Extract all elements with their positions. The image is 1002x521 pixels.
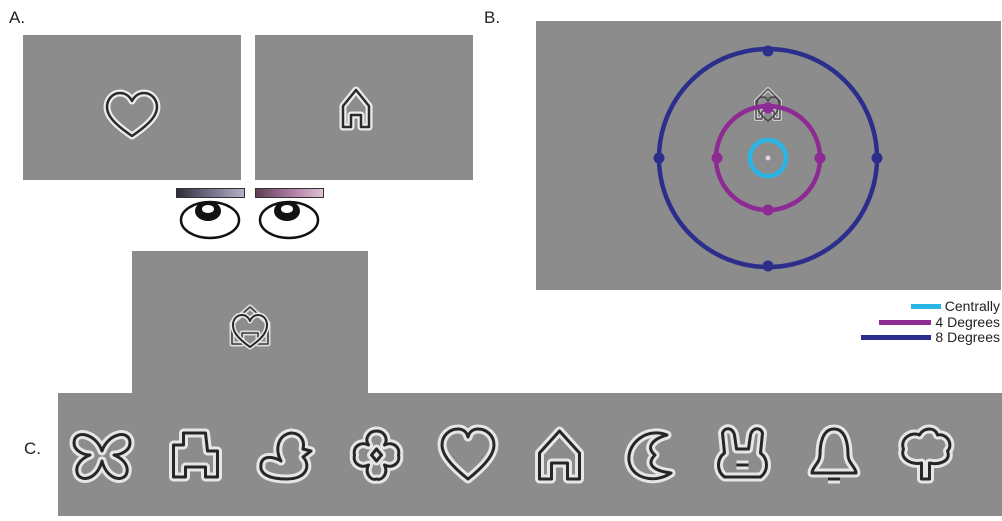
left-eye-stimulus <box>23 35 241 180</box>
legend-label-central: Centrally <box>944 298 1000 314</box>
legend-swatch-central <box>910 303 941 309</box>
panel-a-label: A. <box>9 8 26 27</box>
four-degree-dot-right <box>814 152 826 164</box>
bunny-icon <box>719 429 767 477</box>
house-icon <box>339 86 373 131</box>
panel-c-label: C. <box>24 439 41 458</box>
legend-item-central: Centrally <box>910 298 1000 314</box>
boot-icon <box>174 433 218 477</box>
heart-icon <box>442 429 494 479</box>
tree-icon <box>903 429 950 479</box>
overlay-stimulus-icon <box>754 87 782 122</box>
eight-degree-dot-bottom <box>762 260 774 272</box>
four-degree-dot-bottom <box>762 204 774 216</box>
legend-swatch-four-degrees <box>879 319 932 325</box>
legend-swatch-eight-degrees <box>861 334 932 340</box>
flower-icon <box>354 431 399 479</box>
duck-icon <box>261 433 311 479</box>
panel-b-label: B. <box>484 8 501 27</box>
central-ring <box>747 137 789 179</box>
house-icon <box>540 431 580 479</box>
eccentricity-stimulus <box>536 21 1001 290</box>
heart-house-overlay-icon <box>229 304 271 350</box>
eight-degree-dot-right <box>871 152 883 164</box>
left-eye-icon <box>179 200 241 240</box>
four-degree-dot-top <box>762 102 774 114</box>
moon-icon <box>629 433 671 479</box>
eight-degree-dot-top <box>762 45 774 57</box>
legend-item-eight-degrees: 8 Degrees <box>861 329 1000 345</box>
legend-label-four-degrees: 4 Degrees <box>935 314 1000 330</box>
fixation-dot <box>765 155 771 161</box>
left-filter-bar <box>176 188 245 198</box>
butterfly-icon <box>74 435 130 479</box>
four-degree-dot-left <box>711 152 723 164</box>
legend-item-four-degrees: 4 Degrees <box>879 314 1000 330</box>
bell-icon <box>812 429 856 479</box>
eight-degree-dot-left <box>653 152 665 164</box>
right-eye-stimulus <box>255 35 473 180</box>
combined-percept-stimulus <box>132 251 368 408</box>
legend-label-eight-degrees: 8 Degrees <box>935 329 1000 345</box>
right-filter-bar <box>255 188 324 198</box>
stimulus-set-strip <box>58 393 1002 516</box>
heart-icon <box>103 89 161 140</box>
right-eye-icon <box>258 200 320 240</box>
